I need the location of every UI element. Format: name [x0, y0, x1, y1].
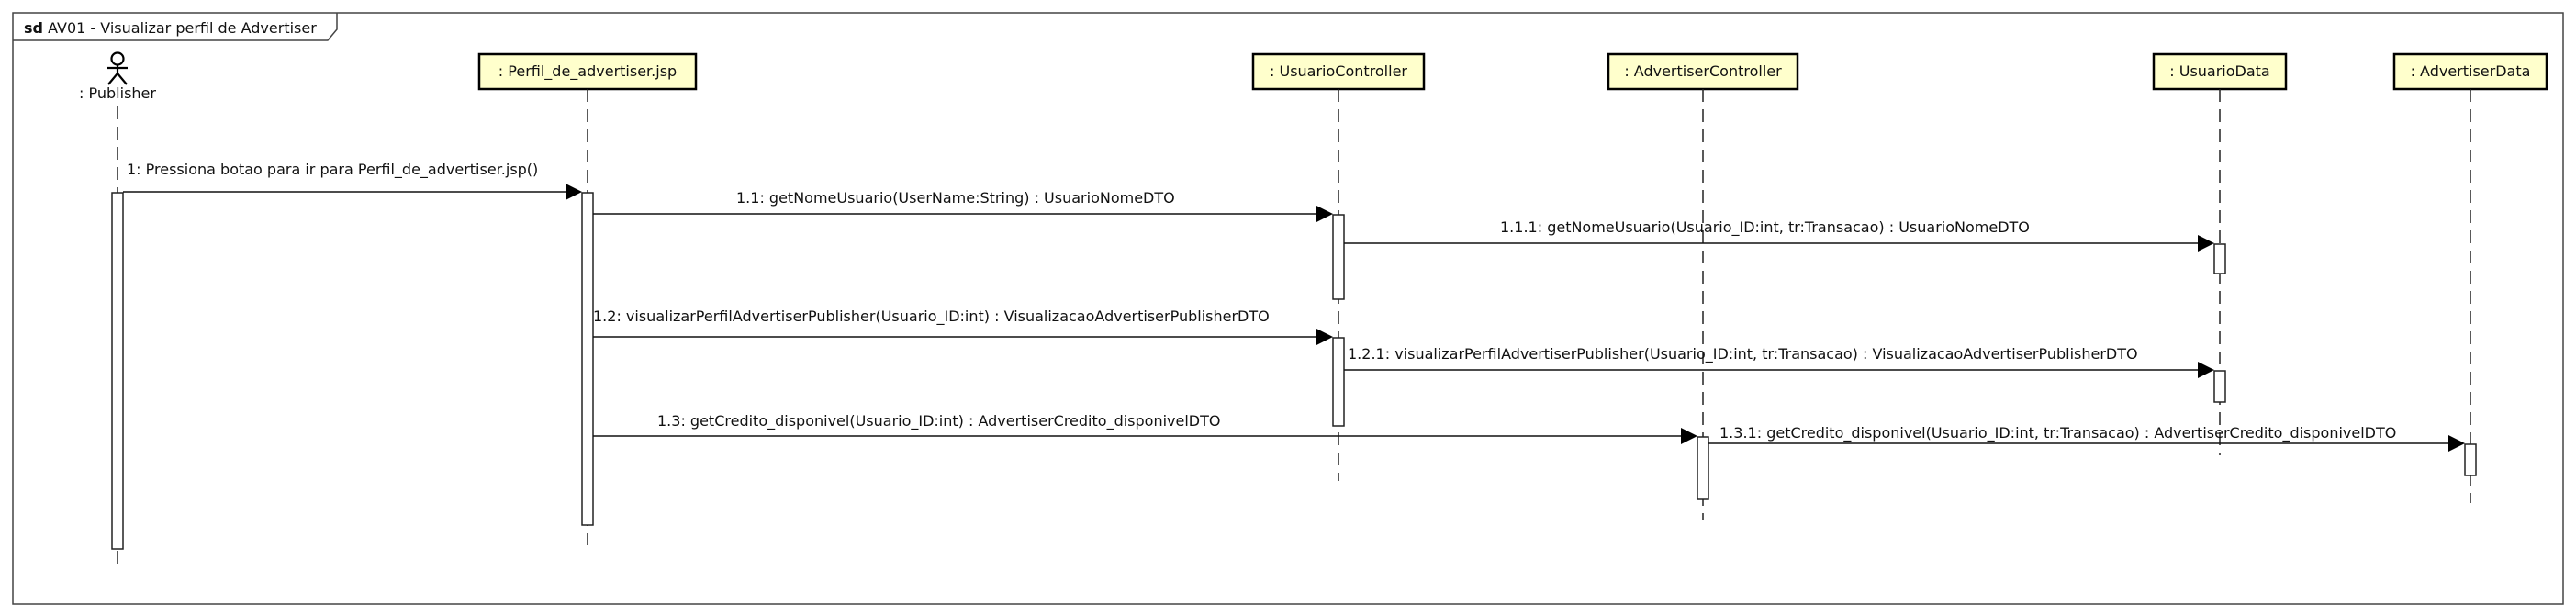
activation-bar-publisher	[111, 192, 124, 550]
message-label: 1.1: getNomeUsuario(UserName:String) : U…	[736, 189, 1175, 207]
arrowhead-icon	[2198, 235, 2214, 252]
activation-bar-usuario-data-2	[2213, 370, 2226, 403]
activation-bar-advertiser-data	[2464, 443, 2477, 476]
arrowhead-icon	[1316, 206, 1333, 222]
lifeline-usuario-controller[interactable]: : UsuarioController	[1251, 52, 1426, 481]
frame-keyword: sd	[24, 19, 43, 37]
lifeline-advertiser-controller[interactable]: : AdvertiserController	[1607, 52, 1799, 520]
lifeline-name: : UsuarioData	[2169, 62, 2269, 80]
lifeline-name: : UsuarioController	[1270, 62, 1407, 80]
arrowhead-icon	[1316, 329, 1333, 345]
message-label: 1.3: getCredito_disponivel(Usuario_ID:in…	[657, 412, 1220, 430]
message-label: 1: Pressiona botao para ir para Perfil_d…	[127, 161, 538, 179]
message-1-3-1[interactable]: 1.3.1: getCredito_disponivel(Usuario_ID:…	[1708, 424, 2465, 452]
actor-stick-figure-icon	[107, 51, 128, 85]
message-label: 1.1.1: getNomeUsuario(Usuario_ID:int, tr…	[1500, 218, 2030, 237]
message-1-2[interactable]: 1.2: visualizarPerfilAdvertiserPublisher…	[593, 308, 1333, 345]
message-1-1[interactable]: 1.1: getNomeUsuario(UserName:String) : U…	[593, 189, 1333, 222]
lifeline-name: : AdvertiserController	[1624, 62, 1782, 80]
frame-name: AV01 - Visualizar perfil de Advertiser	[48, 19, 317, 37]
message-label: 1.2: visualizarPerfilAdvertiserPublisher…	[593, 308, 1270, 326]
message-label: 1.2.1: visualizarPerfilAdvertiserPublish…	[1348, 345, 2138, 363]
arrowhead-icon	[1681, 428, 1697, 444]
message-1-2-1[interactable]: 1.2.1: visualizarPerfilAdvertiserPublish…	[1344, 345, 2214, 378]
message-1-3[interactable]: 1.3: getCredito_disponivel(Usuario_ID:in…	[593, 412, 1697, 444]
lifeline-header-box	[2392, 52, 2548, 91]
activation-bar-perfil-jsp	[581, 192, 594, 526]
lifeline-header-box	[2152, 52, 2288, 91]
arrowhead-icon	[566, 184, 582, 200]
arrowhead-icon	[2198, 362, 2214, 378]
lifeline-name: : Perfil_de_advertiser.jsp	[498, 62, 677, 81]
lifeline-name: : AdvertiserData	[2411, 62, 2531, 80]
activation-bar-usuario-controller-1	[1332, 214, 1345, 300]
message-1[interactable]: 1: Pressiona botao para ir para Perfil_d…	[123, 161, 582, 200]
lifeline-header-box	[477, 52, 698, 91]
diagram-frame: sd AV01 - Visualizar perfil de Advertise…	[12, 12, 2564, 605]
message-label: 1.3.1: getCredito_disponivel(Usuario_ID:…	[1719, 424, 2396, 442]
lifeline-advertiser-data[interactable]: : AdvertiserData	[2392, 52, 2548, 503]
frame-title: sd AV01 - Visualizar perfil de Advertise…	[24, 19, 317, 37]
activation-bar-advertiser-controller	[1697, 436, 1709, 500]
message-1-1-1[interactable]: 1.1.1: getNomeUsuario(Usuario_ID:int, tr…	[1344, 218, 2214, 252]
activation-bar-usuario-controller-2	[1332, 337, 1345, 427]
arrowhead-icon	[2448, 435, 2465, 452]
lifeline-name: : Publisher	[79, 84, 156, 102]
activation-bar-usuario-data-1	[2213, 243, 2226, 274]
